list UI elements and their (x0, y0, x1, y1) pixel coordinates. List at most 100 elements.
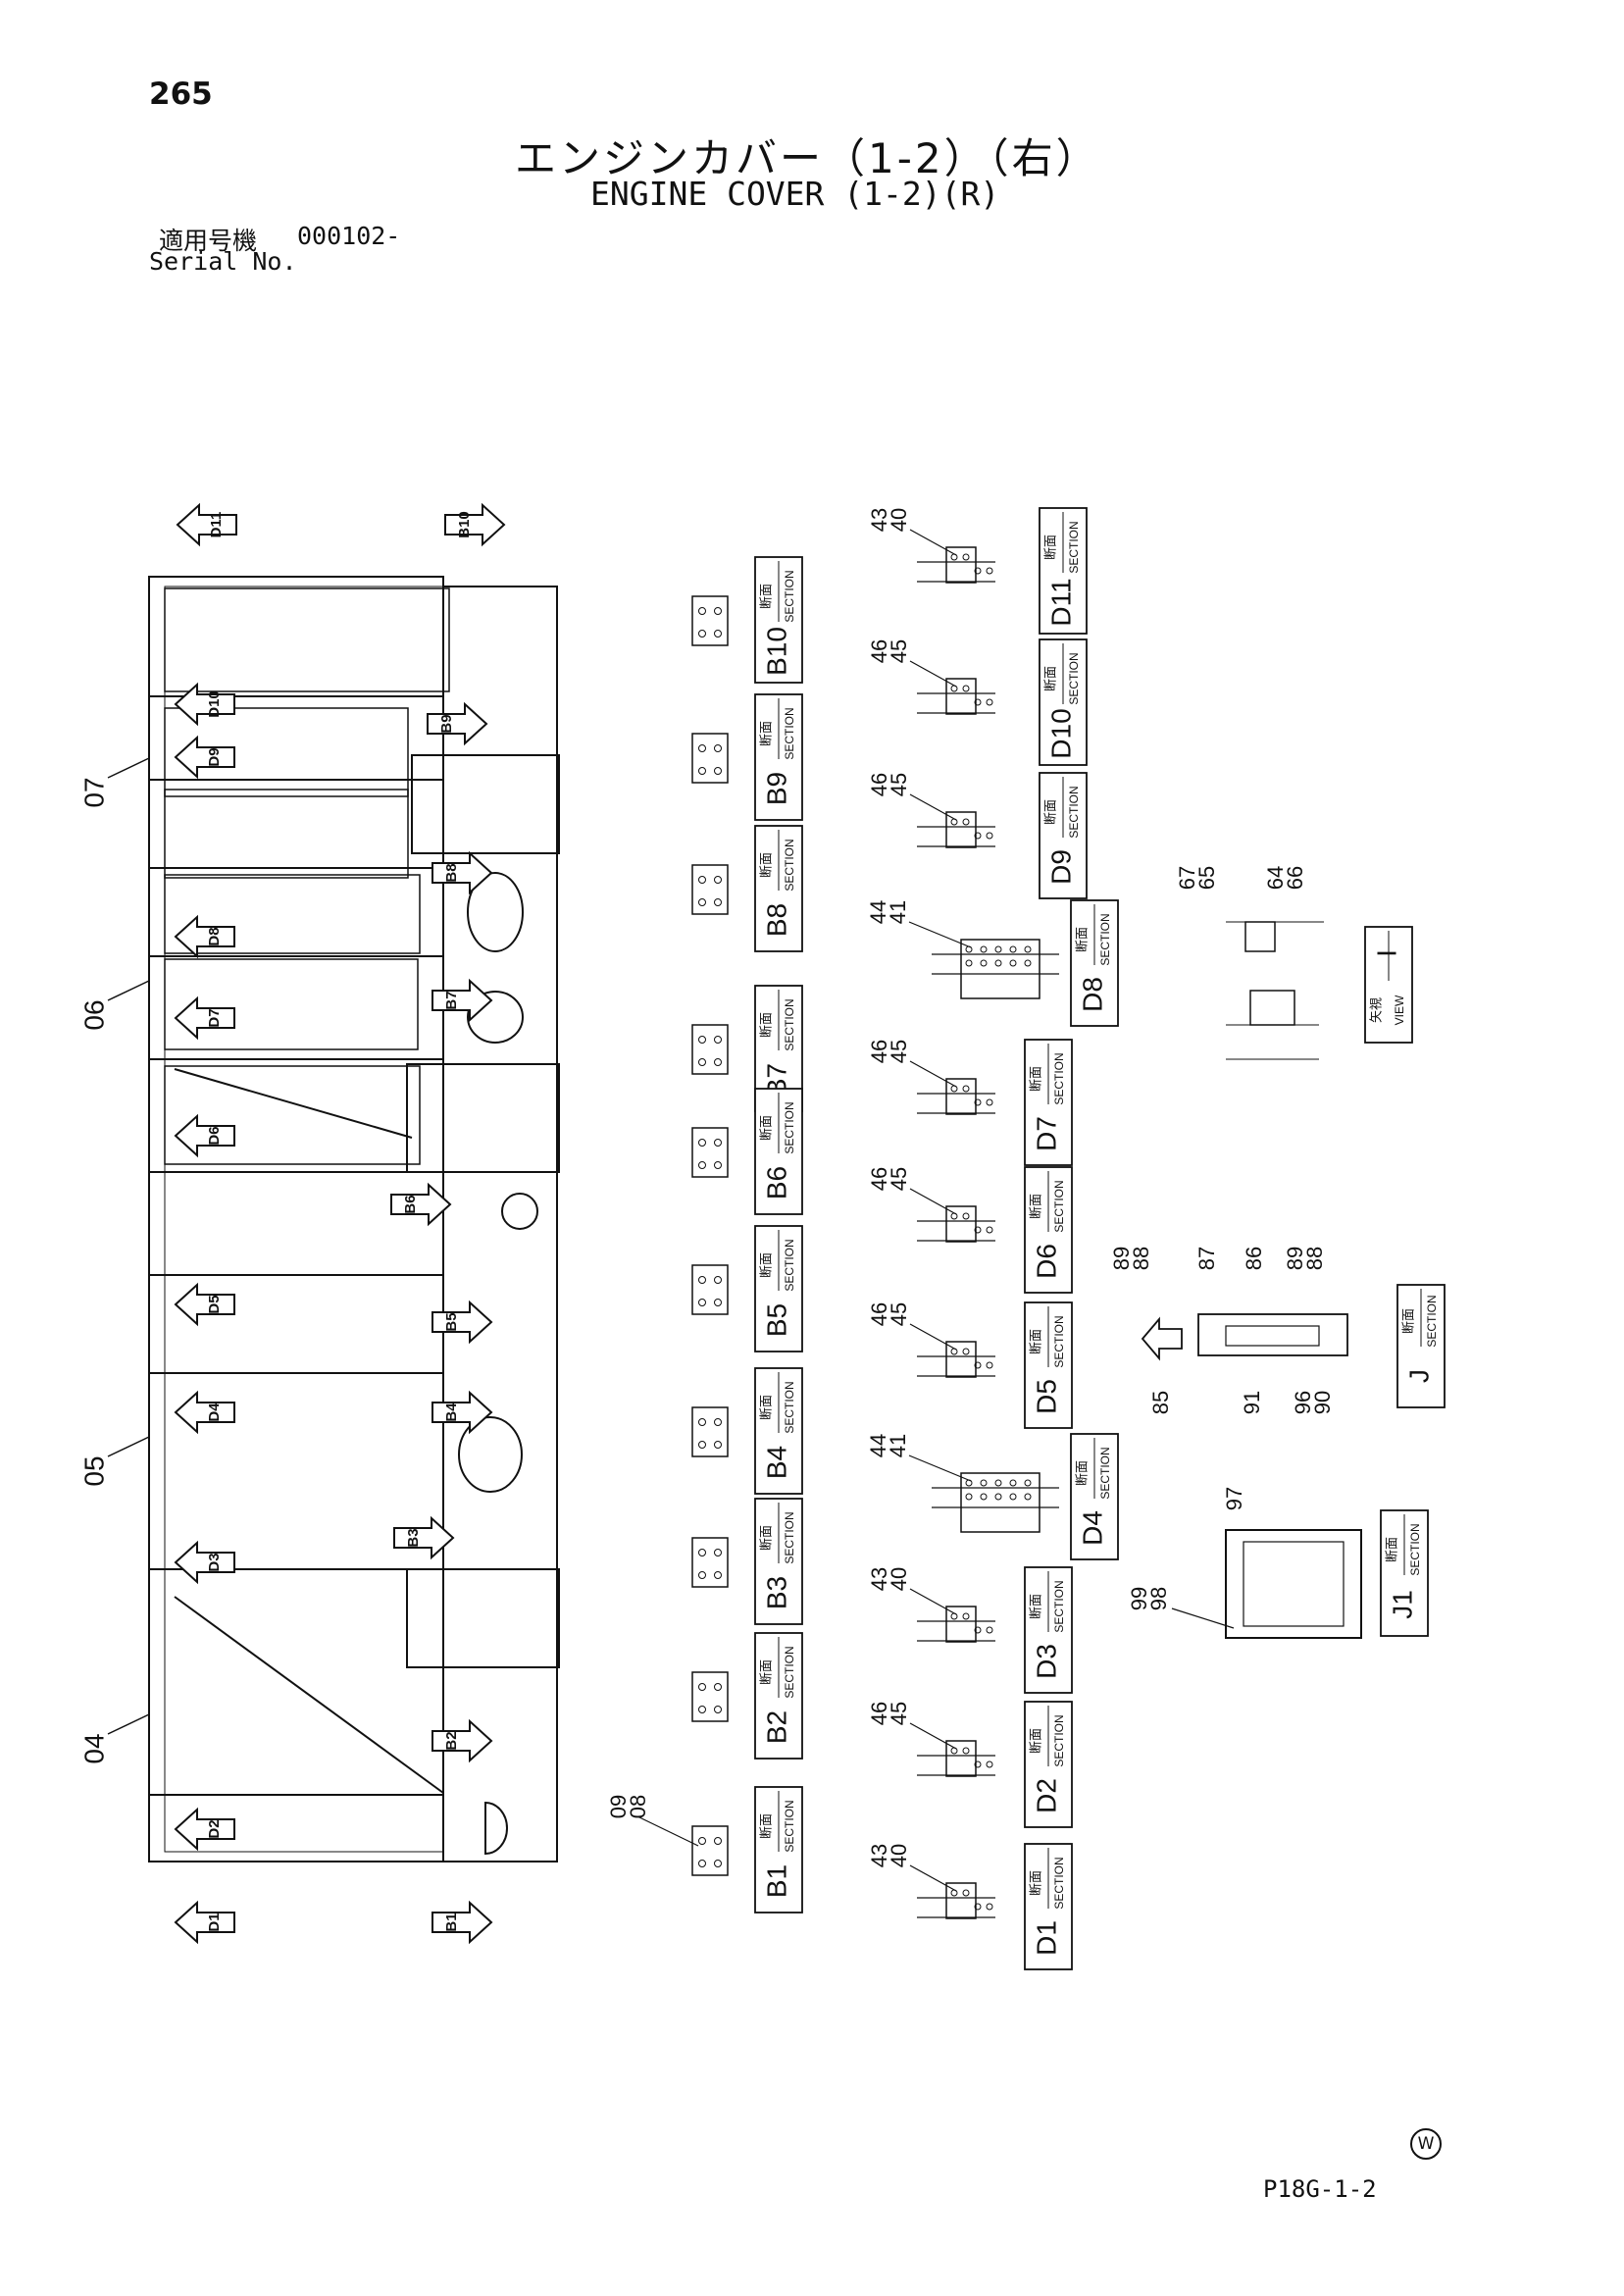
section-box-en: SECTION (1052, 1052, 1066, 1104)
arrow-label: D10 (206, 690, 223, 718)
arrow-shape (431, 1900, 493, 1945)
callout-leader-04 (107, 1713, 150, 1735)
sketch-hole (714, 767, 722, 775)
frame-inner (164, 586, 444, 1853)
serial-label-english: Serial No. (149, 247, 297, 276)
frame-callout-06: 06 (78, 999, 109, 1030)
section-B1-sketch (691, 1825, 729, 1876)
section-box-en: SECTION (1052, 1580, 1066, 1632)
sketch-bolt (962, 818, 970, 826)
section-D10-part-46: 46 (867, 639, 891, 663)
arrow-shape (174, 1282, 235, 1327)
frame-right-panel (443, 586, 558, 1862)
serial-value: 000102- (297, 222, 401, 250)
section-box-id: D3 (1031, 1644, 1061, 1679)
section-box-jp: 断面 (758, 1525, 773, 1551)
section-D4-part-44: 44 (866, 1434, 890, 1457)
section-box-en: SECTION (783, 1511, 796, 1563)
sketch-bolt (986, 1361, 993, 1369)
section-B10-sketch (691, 595, 729, 646)
sketch-hole (698, 1860, 706, 1867)
sketch-bolt (974, 1903, 982, 1911)
sketch-hole (714, 1139, 722, 1147)
section-box-jp: 断面 (1028, 1728, 1042, 1754)
section-box-jp: 断面 (1042, 666, 1057, 691)
section-D1-part-43: 43 (867, 1844, 891, 1867)
section-box-jp: 断面 (758, 852, 773, 878)
section-B5-sketch (691, 1264, 729, 1315)
sketch-bolt (986, 1226, 993, 1234)
view-i-box (1249, 990, 1295, 1026)
sketch-bolt (974, 567, 982, 575)
arrow-D5: D5 (174, 1282, 235, 1327)
sketch-bolt (986, 1903, 993, 1911)
frame-panel-1 (164, 587, 450, 692)
section-box-jp: 断面 (758, 721, 773, 746)
arrow-shape (174, 1113, 235, 1158)
section-D7-part-46: 46 (867, 1040, 891, 1063)
section-D3-sketch (917, 1606, 995, 1643)
section-box-jp: 断面 (1400, 1308, 1415, 1334)
section-D4-sketch (932, 1472, 1059, 1533)
sketch-bolt (986, 1626, 993, 1634)
section-box-en: SECTION (783, 1101, 796, 1153)
sketch-bolt (974, 1361, 982, 1369)
arrow-D9: D9 (174, 735, 235, 780)
section-D1-sketch (917, 1882, 995, 1919)
arrow-shape (427, 701, 488, 746)
frame-panel-6 (164, 1065, 421, 1165)
section-box-en: SECTION (783, 1381, 796, 1433)
section-j-body (1197, 1313, 1348, 1356)
section-D8-sketch (932, 939, 1059, 999)
section-box-jp: 断面 (758, 1115, 773, 1141)
sketch-plate (691, 1127, 729, 1178)
section-box-id: D8 (1077, 977, 1107, 1012)
sketch-bolt (994, 959, 1002, 967)
sketch-bolt (962, 553, 970, 561)
section-j1-part-97: 97 (1222, 1487, 1246, 1510)
section-D3-part-43: 43 (867, 1567, 891, 1591)
sketch-bolt (986, 1098, 993, 1106)
sketch-hole (714, 607, 722, 615)
arrow-shape (431, 1390, 493, 1435)
frame-callout-04: 04 (78, 1733, 109, 1763)
arrow-label: B4 (443, 1403, 460, 1422)
section-j-part-89-4: 89 (1283, 1247, 1307, 1270)
arrow-D1: D1 (174, 1900, 235, 1945)
frame-callout-05: 05 (78, 1455, 109, 1486)
section-box-jp: 断面 (1028, 1194, 1042, 1219)
section-j-arrow (1141, 1316, 1183, 1361)
frame-panel-5 (164, 958, 419, 1050)
sketch-bolt (950, 1212, 958, 1220)
sketch-bolt (962, 1085, 970, 1093)
view-i-part-64: 64 (1263, 866, 1288, 890)
section-D1-leader (909, 1864, 957, 1892)
sketch-hole (698, 1299, 706, 1306)
sketch-bolt (962, 1747, 970, 1755)
section-D6-sketch (917, 1205, 995, 1243)
sketch-plate (691, 1024, 729, 1075)
section-box-jp: 断面 (1042, 799, 1057, 825)
sketch-bolt (1009, 1493, 1017, 1501)
sketch-plate (945, 1606, 977, 1643)
sketch-hole (714, 898, 722, 906)
section-B8-sketch (691, 864, 729, 915)
section-box-en: SECTION (1052, 1315, 1066, 1367)
section-B3-sketch (691, 1537, 729, 1588)
sketch-hole (714, 1571, 722, 1579)
arrow-shape (174, 682, 235, 727)
section-box-en: SECTION (1408, 1523, 1422, 1575)
sketch-plate (691, 1825, 729, 1876)
sketch-bolt (1024, 959, 1032, 967)
section-D9-sketch (917, 811, 995, 848)
section-D1-part-40: 40 (887, 1844, 911, 1867)
arrow-label: B1 (443, 1913, 460, 1931)
section-D6-part-45: 45 (887, 1167, 911, 1191)
title-english: ENGINE COVER (1-2)(R) (590, 175, 1000, 213)
